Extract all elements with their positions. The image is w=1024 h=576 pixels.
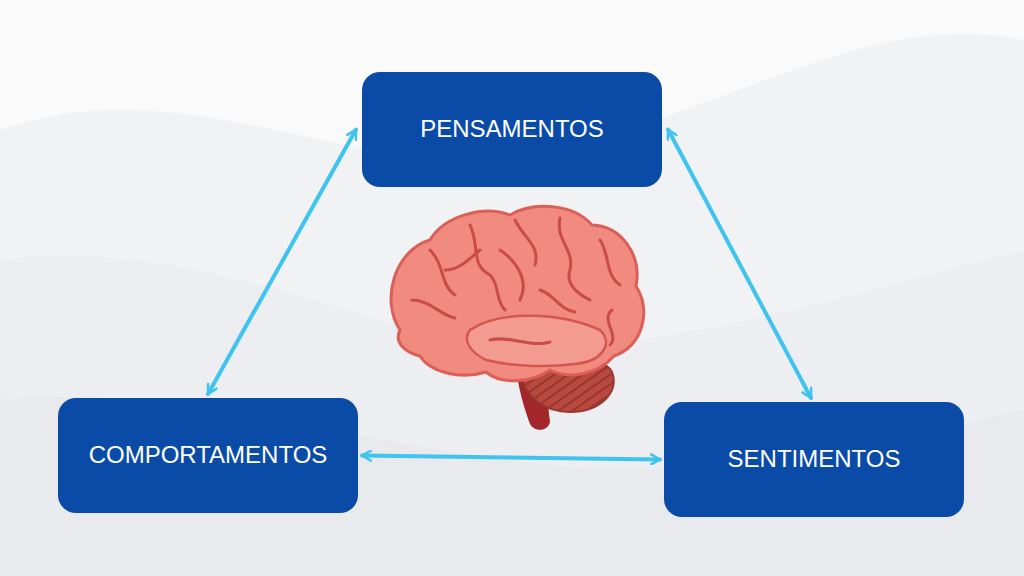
double-arrow: [668, 130, 811, 399]
node-label: SENTIMENTOS: [728, 445, 901, 474]
double-arrow: [208, 130, 356, 395]
cerebrum: [391, 206, 644, 380]
temporal-lobe: [467, 316, 606, 366]
gyri: [412, 218, 620, 345]
process-box: SENTIMENTOS: [664, 402, 964, 517]
node-label: COMPORTAMENTOS: [89, 441, 328, 470]
process-box: PENSAMENTOS: [362, 72, 662, 187]
process-box: COMPORTAMENTOS: [58, 398, 358, 513]
node-label: PENSAMENTOS: [420, 115, 604, 144]
double-arrow: [362, 456, 660, 460]
